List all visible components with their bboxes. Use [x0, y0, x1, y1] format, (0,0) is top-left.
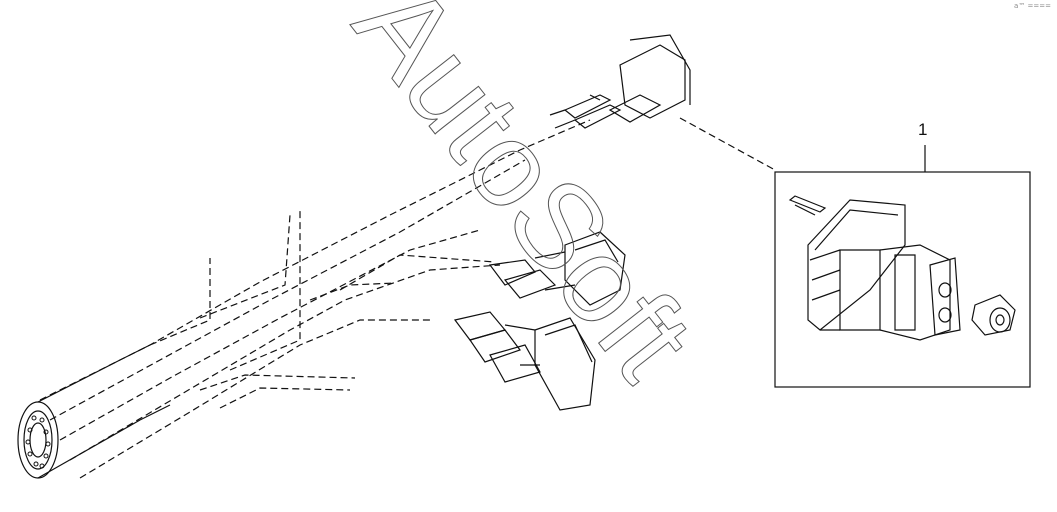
- connector-middle: [488, 231, 626, 306]
- corner-mark: a™ ====: [1014, 2, 1051, 10]
- connector-top: [549, 34, 691, 129]
- detail-leader-line: [679, 117, 776, 171]
- detail-seal-plug: [971, 294, 1016, 336]
- connector-lower: [453, 311, 596, 411]
- watermark-text: AutoSoft: [329, 0, 718, 403]
- round-connector: [17, 344, 171, 479]
- callout-number: 1: [918, 120, 928, 139]
- detail-box: [774, 171, 1031, 388]
- detail-housing: [807, 199, 961, 341]
- watermark: AutoSoft: [329, 0, 719, 404]
- harness-trunk: [39, 119, 591, 479]
- detail-terminal-pin: [788, 195, 827, 216]
